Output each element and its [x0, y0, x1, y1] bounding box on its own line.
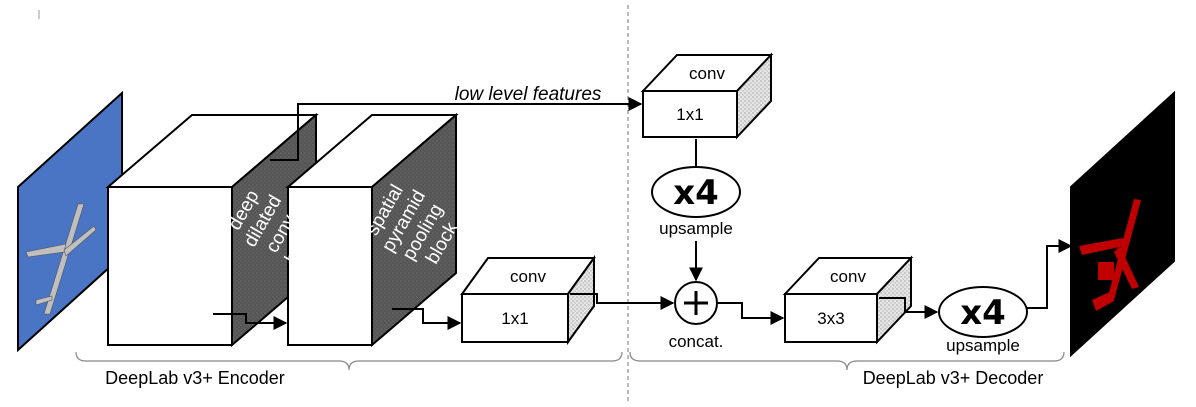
arrow-lowlevel-features: [270, 97, 643, 161]
output-mask: [1070, 90, 1175, 358]
concat-node: concat.: [669, 281, 724, 351]
encoder-brace: [75, 351, 623, 371]
upsample-x4-out-factor: x4: [960, 293, 1006, 333]
arrow-aspp-to-conv: [392, 308, 462, 330]
upsample-x4-low: x4 upsample: [651, 166, 741, 238]
upsample-x4-low-label: upsample: [659, 219, 733, 238]
concat-label: concat.: [669, 332, 724, 351]
lowlevel-conv1x1-box-title: conv: [689, 64, 725, 83]
lowlevel-features-label: low level features: [455, 84, 602, 105]
aspp-block: [285, 112, 459, 348]
decoder-label: DeepLab v3+ Decoder: [863, 368, 1044, 388]
input-image: [17, 90, 123, 353]
decoder-conv3x3-box-title: conv: [830, 267, 866, 286]
decoder-conv3x3-box-kernel: 3x3: [817, 309, 844, 328]
lowlevel-conv1x1-box-kernel: 1x1: [676, 105, 703, 124]
airplane-mask-icon: [1079, 199, 1141, 311]
decoder-brace: [629, 351, 1065, 371]
arrow-upsample-to-output: [1027, 239, 1073, 309]
arrow-conv-to-concat: [570, 293, 675, 310]
airplane-icon: [25, 203, 97, 315]
upsample-x4-out-label: upsample: [946, 336, 1020, 355]
encoder-conv1x1-box-title: conv: [510, 267, 546, 286]
encoder-conv1x1-box-kernel: 1x1: [501, 309, 528, 328]
decoder-conv3x3-box: conv 3x3: [782, 255, 914, 345]
upsample-x4-low-factor: x4: [673, 173, 719, 213]
arrow-concat-to-conv3x3: [718, 302, 785, 325]
encoder-conv1x1-box: conv 1x1: [460, 254, 596, 346]
lowlevel-conv1x1-box: conv 1x1: [640, 52, 774, 140]
arrow-block1-to-aspp: [213, 313, 288, 330]
encoder-label: DeepLab v3+ Encoder: [105, 368, 285, 388]
arrow-conv3x3-to-upsample: [879, 297, 939, 319]
upsample-x4-out: x4 upsample: [938, 286, 1028, 355]
